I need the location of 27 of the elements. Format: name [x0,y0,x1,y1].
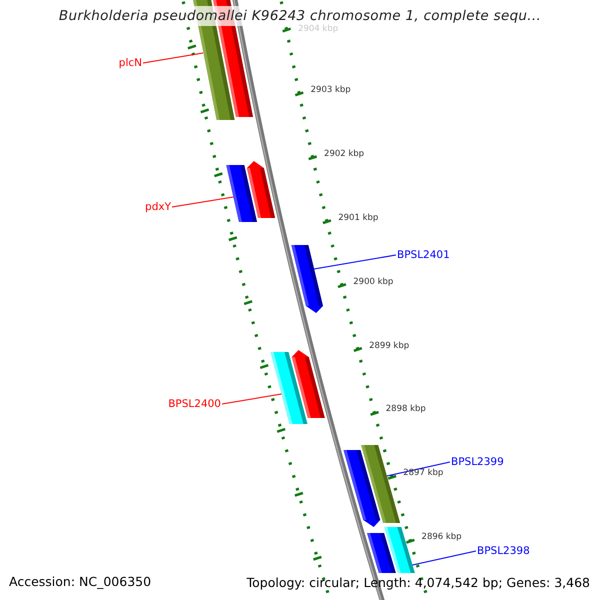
gene-bar [292,350,325,418]
scale-label: 2898 kbp [386,404,426,414]
scale-label: 2896 kbp [422,532,462,542]
gene-label: BPSL2399 [451,456,504,468]
gene-label: pdxY [145,201,171,213]
leader-line [172,196,234,208]
gene-bar [291,245,323,313]
scale-label: 2897 kbp [403,468,444,478]
gene-bar [361,445,400,523]
gene-label: BPSL2398 [477,545,530,557]
gene-label: BPSL2400 [168,398,221,410]
scale-label: 2901 kbp [338,212,378,223]
gene-bar [246,161,276,218]
gene-label: plcN [118,57,142,69]
scale-label: 2902 kbp [324,148,364,159]
leader-line [142,52,204,64]
leader-line [222,394,282,404]
leader-line [314,254,396,270]
scale-label: 2900 kbp [353,276,394,287]
leader-line [386,462,450,476]
summary-text: Topology: circular; Length: 4,074,542 bp; Genes: 3,468 [246,575,590,590]
leader-line [412,550,476,566]
gene-bar [384,527,415,573]
scale-label: 2899 kbp [369,340,410,350]
accession-text: Accession: NC_006350 [9,574,152,589]
scale-label: 2903 kbp [310,84,351,95]
gene-label: BPSL2401 [397,249,450,261]
